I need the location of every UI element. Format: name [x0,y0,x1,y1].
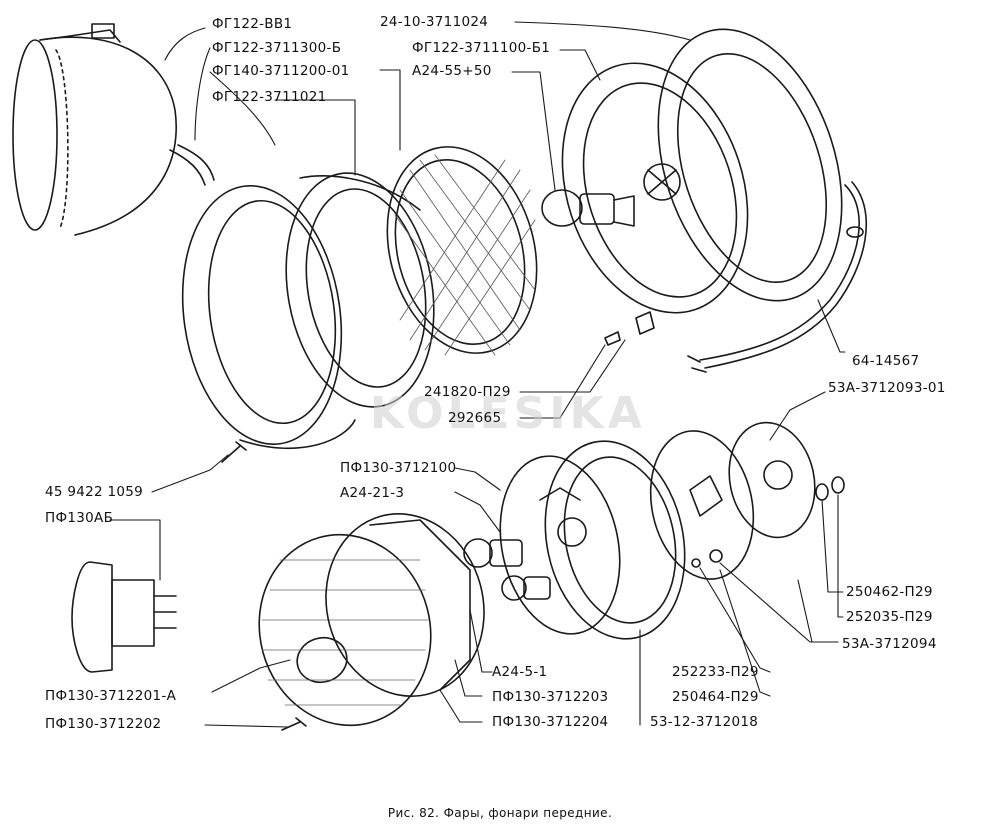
rim-screw [221,441,247,463]
headlamp-rim [181,185,356,449]
front-lamp-body [325,513,485,697]
label-pf130-3712201-a: ПФ130-3712201-А [45,688,177,704]
figure-caption: Рис. 82. Фары, фонари передние. [387,806,613,820]
label-fg122-vv1: ФГ122-ВВ1 [212,16,293,32]
mounting-base [728,421,816,539]
wire-harness [687,181,868,373]
label-pf130-3712100: ПФ130-3712100 [340,460,457,476]
label-fg122-3711300-b: ФГ122-3711300-Б [212,40,342,56]
label-250462-p29: 250462-П29 [846,584,933,600]
label-fg122-3711021: ФГ122-3711021 [212,89,327,105]
label-64-14567: 64-14567 [852,353,920,369]
fastener-clip [604,311,655,346]
label-252035-p29: 252035-П29 [846,609,933,625]
label-a24-21-3: А24-21-3 [340,485,405,501]
label-pf130-3712202: ПФ130-3712202 [45,716,162,732]
label-45-9422-1059: 45 9422 1059 [45,484,144,500]
reflector-plate [499,455,621,635]
gasket-ring [544,440,686,640]
label-a24-55-50: А24-55+50 [412,63,492,79]
label-53a-3712093-01: 53А-3712093-01 [828,380,946,396]
front-lamp-bulbs [463,538,551,601]
label-pf130-3712203: ПФ130-3712203 [492,689,609,705]
headlamp-housing [561,62,749,314]
label-pf130-3712204: ПФ130-3712204 [492,714,609,730]
leader-lines [109,21,846,728]
label-fg122-3711100-b1: ФГ122-3711100-Б1 [412,40,551,56]
headlamp-assembly [12,23,215,236]
rear-plate [649,430,755,580]
front-lamp-lens [258,533,432,727]
side-lamp [71,561,177,673]
optical-element [386,146,538,356]
headlamp-bulb [541,189,635,227]
label-24-10-3711024: 24-10-3711024 [380,14,489,30]
label-53-12-3712018: 53-12-3712018 [650,714,759,730]
label-292665: 292665 [448,410,502,426]
label-252233-p29: 252233-П29 [672,664,759,680]
label-a24-5-1: А24-5-1 [492,664,548,680]
label-53a-3712094: 53А-3712094 [842,636,937,652]
label-241820-p29: 241820-П29 [424,384,511,400]
label-250464-p29: 250464-П29 [672,689,759,705]
mounting-ring [285,172,435,408]
label-pf130ab: ПФ130АБ [45,510,114,526]
headlamp-flange [657,28,843,302]
label-fg140-3711200-01: ФГ140-3711200-01 [212,63,350,79]
watermark-text: KOLESIKA [370,388,646,439]
